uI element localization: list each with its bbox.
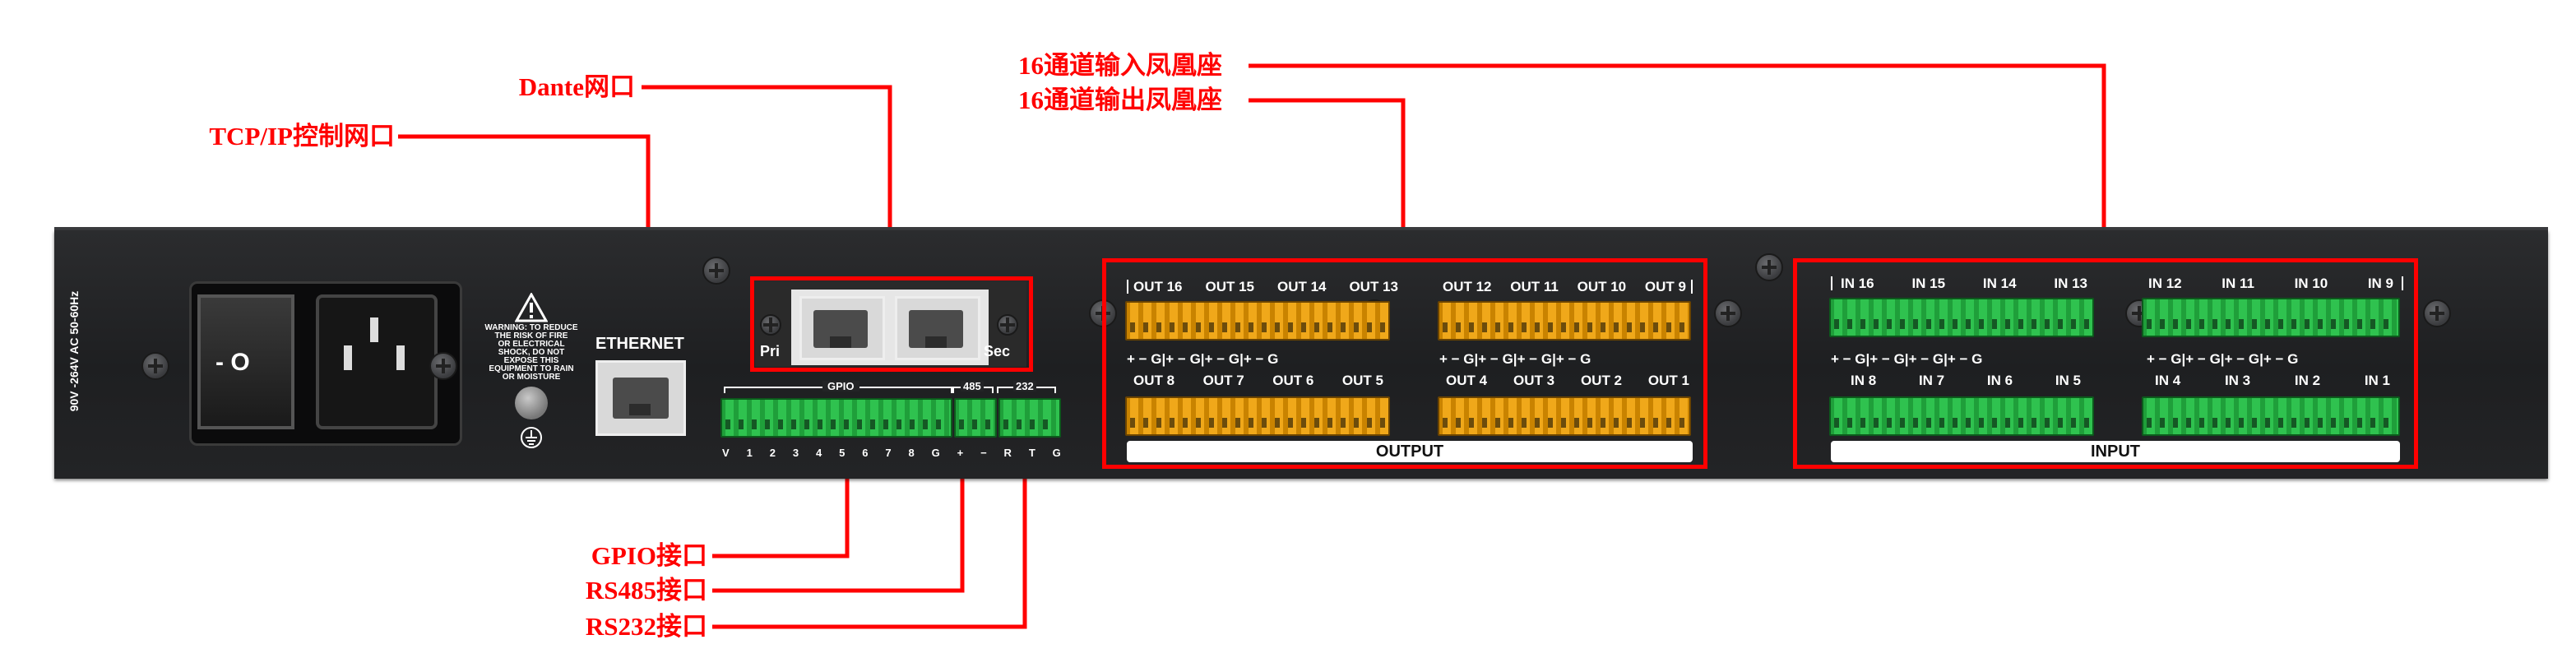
input-polarity-left: + − G|+ − G|+ − G|+ − G: [1831, 351, 1983, 367]
tcpip-callout: TCP/IP控制网口: [209, 122, 395, 151]
warning-text: WARNING: TO REDUCE THE RISK OF FIRE OR E…: [484, 323, 578, 382]
gpio-label: GPIO: [822, 381, 859, 392]
output-terminal-8-5[interactable]: [1125, 396, 1390, 436]
input-terminal-4-1[interactable]: [2142, 396, 2400, 436]
input-polarity-right: + − G|+ − G|+ − G|+ − G: [2147, 351, 2299, 367]
rs232-callout: RS232接口: [585, 612, 707, 641]
inlet-pin-2: [370, 317, 378, 342]
gpio-pin-labels: V 1 2 3 4 5 6 7 8 G + − R T G: [722, 447, 1061, 459]
screw-icon: [141, 352, 169, 380]
input-top-left-labels: IN 16 IN 15 IN 14 IN 13: [1831, 276, 2087, 290]
power-switch-symbol: - O: [215, 349, 250, 376]
output-leader: [1249, 98, 1406, 260]
input-terminal-8-5[interactable]: [1829, 396, 2094, 436]
screw-icon: [702, 257, 730, 285]
output-terminal-4-1[interactable]: [1438, 396, 1691, 436]
output-highlight-box: [1102, 258, 1707, 469]
input-top-right-labels: IN 12 IN 11 IN 10 IN 9: [2148, 276, 2403, 290]
ethernet-label: ETHERNET: [595, 335, 684, 353]
gpio-leader: [712, 467, 850, 558]
output-top-left-labels: OUT 16 OUT 15 OUT 14 OUT 13: [1127, 280, 1398, 294]
rs485-terminal[interactable]: [954, 398, 997, 438]
dante-pri-port[interactable]: [799, 296, 885, 360]
screw-icon: [997, 314, 1018, 336]
output-terminal-16-13[interactable]: [1125, 301, 1390, 341]
dante-pri-label: Pri: [760, 343, 781, 359]
screw-icon: [1755, 253, 1783, 281]
dante-highlight-box: [750, 276, 1033, 372]
input16-callout: 16通道输入凤凰座: [1018, 51, 1222, 80]
output-terminal-12-9[interactable]: [1438, 301, 1691, 341]
rs485-callout: RS485接口: [585, 576, 707, 605]
ground-post: [515, 387, 548, 419]
screw-icon: [429, 352, 457, 380]
rs232-label: 232: [1013, 381, 1036, 392]
power-inlet: [316, 294, 438, 429]
output-polarity-left: + − G|+ − G|+ − G|+ − G: [1127, 351, 1279, 367]
output-bottom-left-labels: OUT 8 OUT 7 OUT 6 OUT 5: [1133, 373, 1383, 388]
dante-callout: Dante网口: [518, 72, 635, 101]
output16-callout: 16通道输出凤凰座: [1018, 86, 1222, 114]
screw-icon: [760, 314, 781, 336]
dante-sec-port[interactable]: [895, 296, 980, 360]
screw-icon: [1714, 299, 1742, 327]
gpio-callout: GPIO接口: [591, 541, 707, 570]
input-terminal-16-13[interactable]: [1829, 298, 2094, 337]
output-top-right-labels: OUT 12 OUT 11 OUT 10 OUT 9: [1443, 280, 1693, 294]
input-highlight-box: [1793, 258, 2418, 469]
ground-icon: [521, 427, 542, 448]
power-spec-label: 90V -264V AC 50-60Hz: [67, 290, 81, 412]
inlet-pin-1: [344, 345, 352, 370]
tcpip-ethernet-port[interactable]: [595, 360, 686, 436]
output-polarity-right: + − G|+ − G|+ − G|+ − G: [1439, 351, 1591, 367]
rs232-leader: [712, 467, 1027, 629]
input-label: INPUT: [1831, 441, 2400, 462]
dante-leader: [642, 85, 892, 280]
rs485-leader: [712, 467, 965, 593]
rs485-label: 485: [961, 381, 984, 392]
screw-icon: [2423, 299, 2451, 327]
input-leader: [1249, 63, 2106, 260]
output-bottom-right-labels: OUT 4 OUT 3 OUT 2 OUT 1: [1446, 373, 1689, 388]
input-bottom-left-labels: IN 8 IN 7 IN 6 IN 5: [1851, 373, 2081, 388]
rear-panel: [54, 230, 2548, 479]
output-label: OUTPUT: [1127, 441, 1693, 462]
inlet-pin-3: [396, 345, 405, 370]
input-terminal-12-9[interactable]: [2142, 298, 2400, 337]
dante-sec-label: Sec: [984, 343, 1011, 359]
warning-icon: [515, 293, 548, 322]
rs232-terminal[interactable]: [998, 398, 1061, 438]
gpio-terminal[interactable]: [720, 398, 952, 438]
power-switch[interactable]: [197, 294, 294, 429]
input-bottom-right-labels: IN 4 IN 3 IN 2 IN 1: [2155, 373, 2390, 388]
